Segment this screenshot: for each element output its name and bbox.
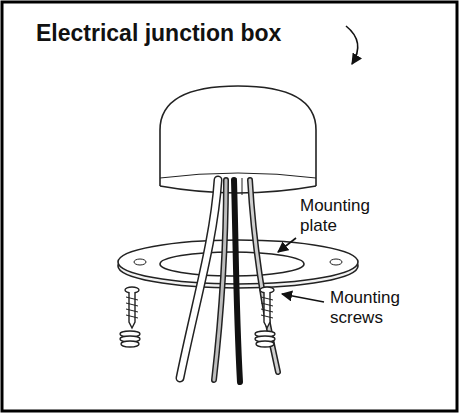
junction-box xyxy=(160,86,316,195)
leader-arrow xyxy=(346,26,358,64)
part-label: Mounting screws xyxy=(330,288,430,327)
part-label: Mounting plate xyxy=(300,196,386,235)
mounting-screw-right xyxy=(255,287,275,347)
title-callout: Electrical junction box xyxy=(36,20,281,46)
mounting-screw-left xyxy=(120,287,140,347)
leader-arrow xyxy=(278,238,296,252)
wires xyxy=(180,180,278,382)
leader-arrow xyxy=(282,294,324,302)
